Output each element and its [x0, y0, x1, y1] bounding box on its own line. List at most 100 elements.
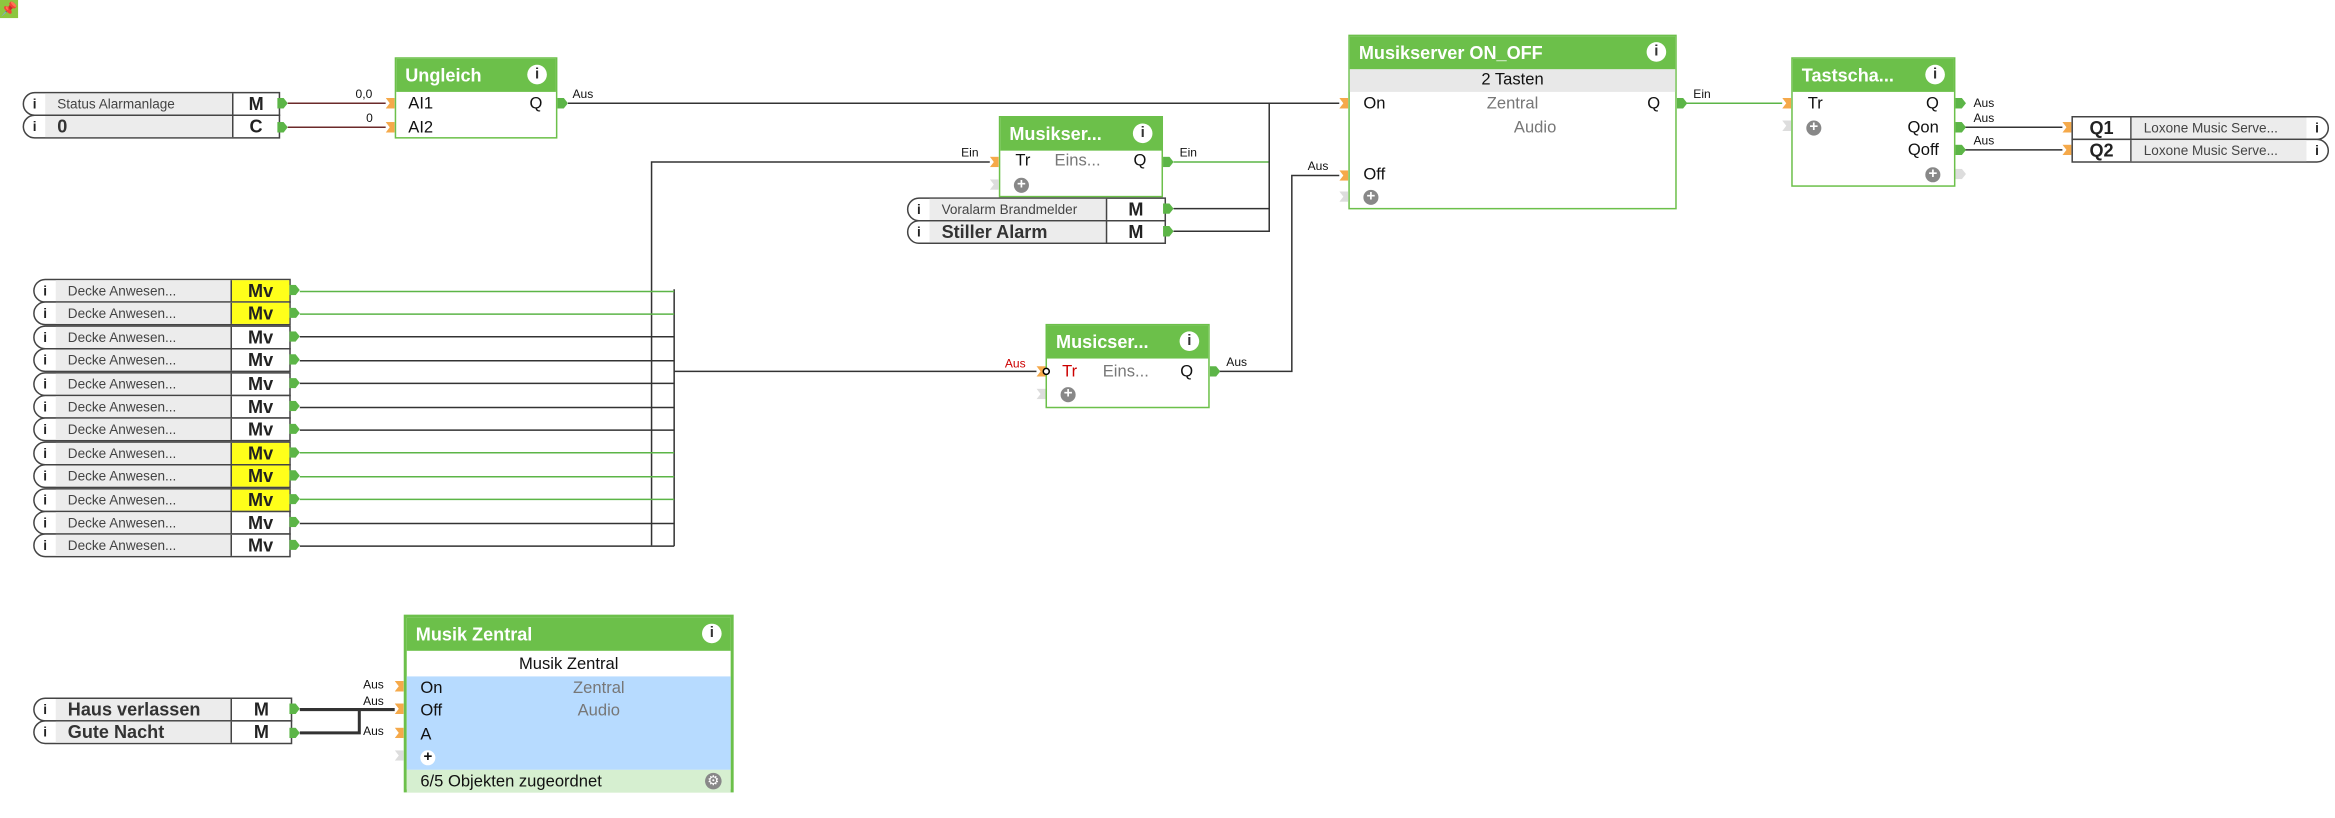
- gear-icon[interactable]: ⚙: [705, 772, 722, 790]
- input-haus-verlassen[interactable]: i Haus verlassen M: [33, 697, 293, 722]
- info-icon[interactable]: i: [43, 399, 48, 415]
- output-connector[interactable]: [289, 331, 300, 342]
- pin-icon[interactable]: 📌: [0, 0, 19, 19]
- output-connector[interactable]: [1163, 203, 1174, 214]
- input-status-alarmanlage[interactable]: i Status Alarmanlage M: [22, 91, 281, 117]
- input-connector[interactable]: [394, 727, 404, 739]
- info-icon[interactable]: i: [43, 538, 48, 554]
- output-connector[interactable]: [289, 307, 300, 319]
- output-connector[interactable]: [1163, 225, 1174, 237]
- output-connector[interactable]: [289, 400, 300, 412]
- input-connector[interactable]: [1339, 97, 1349, 109]
- info-icon[interactable]: i: [32, 119, 37, 135]
- info-icon[interactable]: i: [43, 422, 48, 438]
- block-tastschalter[interactable]: Tastscha...i Tr + Q Qon Qoff +: [1791, 57, 1956, 187]
- input-connector[interactable]: [1782, 97, 1792, 109]
- add-input-icon[interactable]: +: [1013, 177, 1029, 193]
- info-icon[interactable]: i: [1925, 64, 1945, 85]
- output-connector[interactable]: [289, 539, 300, 551]
- info-icon[interactable]: i: [32, 96, 37, 112]
- output-connector[interactable]: [1209, 366, 1221, 377]
- info-icon[interactable]: i: [43, 283, 48, 299]
- input-connector[interactable]: [989, 156, 999, 168]
- output-connector[interactable]: [1955, 97, 1966, 109]
- input-connector[interactable]: [394, 680, 404, 692]
- input-connector[interactable]: [1339, 170, 1349, 181]
- info-icon[interactable]: i: [43, 376, 48, 392]
- output-q2[interactable]: Q2 Loxone Music Serve... i: [2071, 138, 2330, 163]
- info-icon[interactable]: i: [43, 306, 48, 322]
- info-icon[interactable]: i: [702, 623, 722, 644]
- info-icon[interactable]: i: [43, 724, 48, 740]
- output-q1[interactable]: Q1 Loxone Music Serve... i: [2071, 116, 2330, 141]
- info-icon[interactable]: i: [917, 224, 921, 240]
- info-icon[interactable]: i: [917, 201, 921, 217]
- input-connector[interactable]: [385, 97, 395, 109]
- input-connector[interactable]: [1036, 366, 1046, 377]
- output-connector[interactable]: [289, 354, 300, 365]
- info-icon[interactable]: i: [1646, 42, 1667, 62]
- info-icon[interactable]: i: [43, 329, 48, 345]
- output-connector[interactable]: [289, 703, 300, 715]
- block-musicser[interactable]: Musicser...i Tr Eins... Q +: [1045, 323, 1210, 409]
- input-connector-empty[interactable]: [1782, 120, 1792, 132]
- info-icon[interactable]: i: [2315, 120, 2319, 136]
- input-connector[interactable]: [2062, 122, 2072, 133]
- info-icon[interactable]: i: [43, 445, 48, 461]
- input-connector[interactable]: [394, 703, 404, 715]
- output-connector[interactable]: [289, 493, 300, 505]
- input-gute-nacht[interactable]: i Gute Nacht M: [33, 720, 293, 745]
- output-connector[interactable]: [289, 284, 300, 296]
- add-input-icon[interactable]: +: [420, 749, 436, 766]
- output-connector[interactable]: [289, 423, 300, 435]
- output-connector-empty[interactable]: [1955, 168, 1966, 180]
- input-connector-empty[interactable]: [1339, 191, 1349, 202]
- output-connector[interactable]: [1163, 156, 1174, 168]
- info-icon[interactable]: i: [43, 468, 48, 484]
- output-connector[interactable]: [289, 447, 300, 458]
- input-connector-empty[interactable]: [989, 179, 999, 190]
- input-stiller-alarm[interactable]: i Stiller Alarm M: [906, 219, 1167, 245]
- input-connector[interactable]: [385, 122, 395, 133]
- add-input-icon[interactable]: +: [1806, 120, 1822, 136]
- info-icon[interactable]: i: [1132, 123, 1153, 144]
- info-icon[interactable]: i: [43, 492, 48, 508]
- output-connector[interactable]: [1676, 97, 1688, 109]
- output-connector[interactable]: [289, 516, 300, 528]
- output-connector[interactable]: [289, 377, 300, 389]
- add-input-icon[interactable]: +: [1060, 386, 1076, 403]
- output-connector[interactable]: [277, 97, 288, 109]
- output-connector[interactable]: [1955, 144, 1966, 156]
- output-connector[interactable]: [557, 97, 568, 109]
- input-connector[interactable]: [2062, 144, 2072, 156]
- info-icon[interactable]: i: [1179, 331, 1200, 352]
- input-connector-empty[interactable]: [1036, 388, 1046, 400]
- block-musikser[interactable]: Musikser...i Tr Eins... Q +: [998, 116, 1164, 198]
- add-output-icon[interactable]: +: [1925, 166, 1941, 183]
- output-connector[interactable]: [289, 727, 300, 739]
- info-icon[interactable]: i: [43, 352, 48, 368]
- info-icon[interactable]: i: [43, 515, 48, 531]
- output-connector[interactable]: [1955, 122, 1966, 133]
- input-constant-0[interactable]: i 0 C: [22, 114, 281, 139]
- add-input-icon[interactable]: +: [1363, 189, 1379, 205]
- input-voralarm-brandmelder[interactable]: i Voralarm Brandmelder M: [906, 197, 1167, 222]
- output-connector[interactable]: [277, 122, 288, 133]
- input-connector-empty[interactable]: [394, 750, 404, 761]
